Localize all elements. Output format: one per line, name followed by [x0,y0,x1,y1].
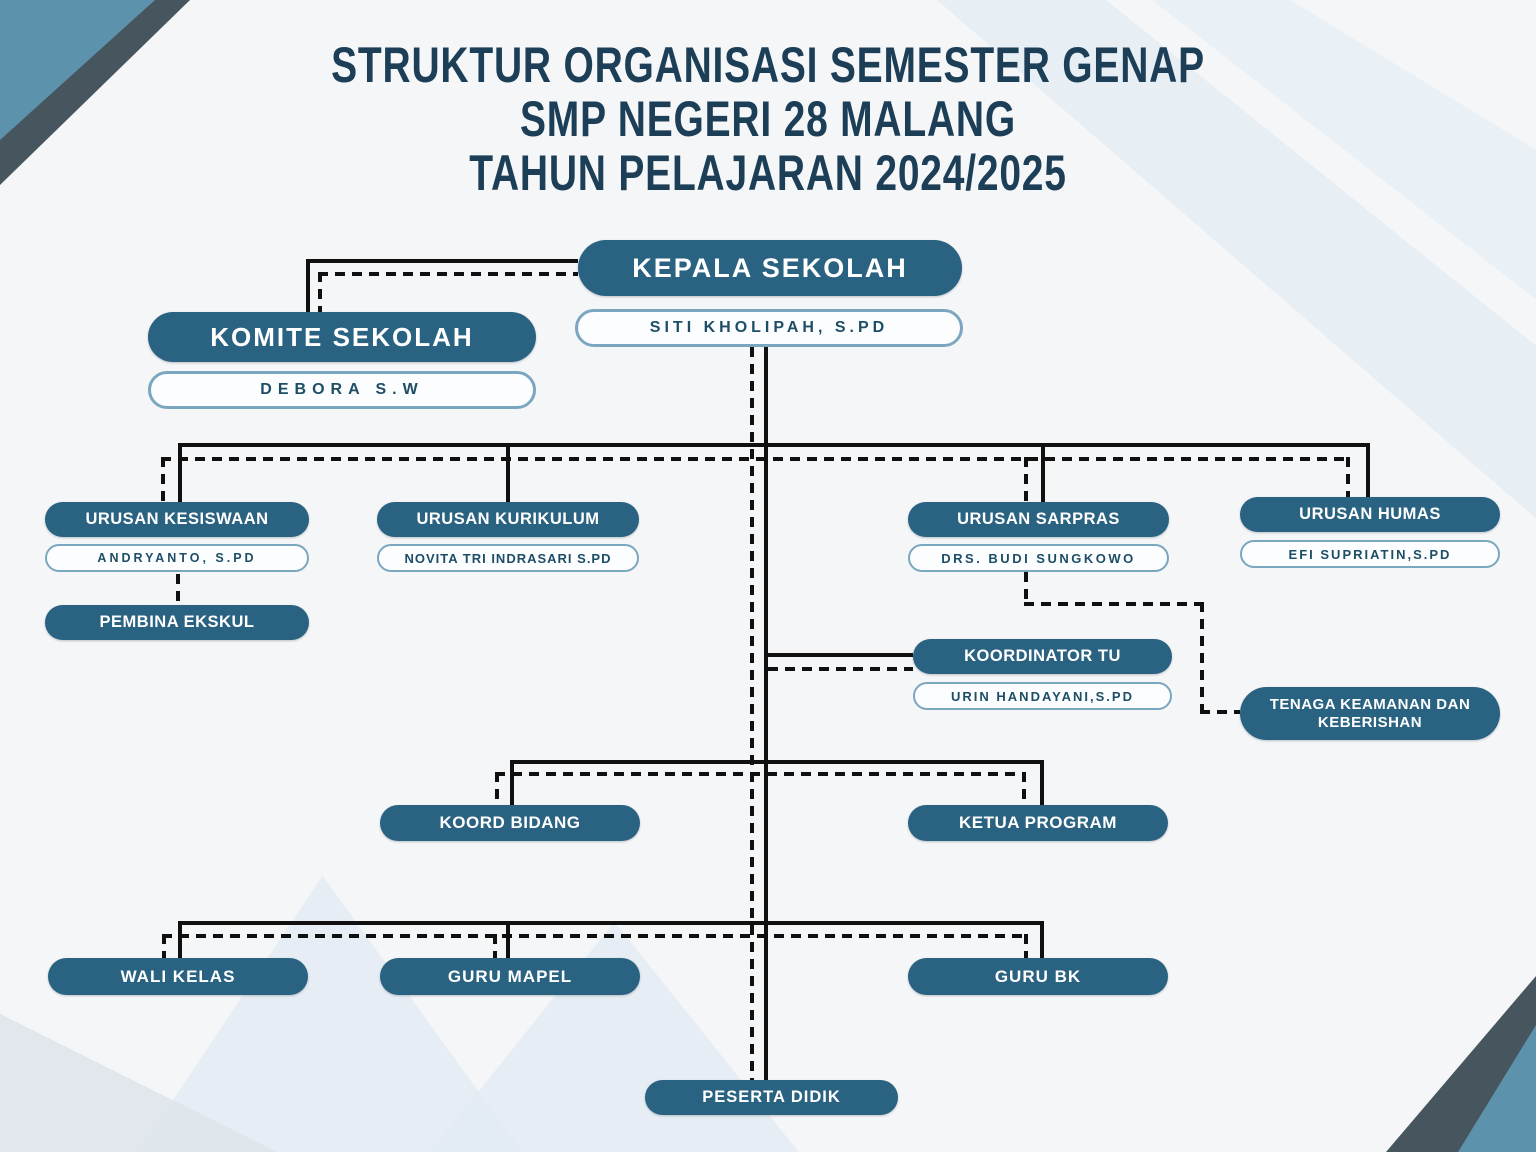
person-name: SITI KHOLIPAH, S.PD [649,319,889,336]
connector-line [495,772,499,805]
name-koordinator-tu: URIN HANDAYANI,S.PD [913,682,1172,710]
node-label: URUSAN KURIKULUM [416,510,600,528]
node-koordinator-tu: KOORDINATOR TU [913,639,1172,674]
connector-line [162,934,166,959]
connector-line [510,760,514,805]
page-title: STRUKTUR ORGANISASI SEMESTER GENAP SMP N… [0,38,1536,200]
connector-line [1024,602,1204,606]
name-urusan-kesiswaan: ANDRYANTO, S.PD [45,544,309,572]
node-peserta-didik: PESERTA DIDIK [645,1080,898,1115]
connector-line [306,259,310,316]
connector-line [750,347,754,1080]
name-urusan-humas: EFI SUPRIATIN,S.PD [1240,540,1500,568]
person-name: URIN HANDAYANI,S.PD [951,688,1134,704]
connector-line [162,934,1027,938]
connector-line [1366,443,1370,497]
connector-line [178,921,1044,925]
person-name: DRS. BUDI SUNGKOWO [941,550,1136,566]
connector-line [1346,457,1350,497]
node-koord-bidang: KOORD BIDANG [380,805,640,841]
node-label: URUSAN HUMAS [1299,505,1441,523]
node-tenaga-keamanan: TENAGA KEAMANAN DAN KEBERISHAN [1240,687,1500,740]
node-wali-kelas: WALI KELAS [48,958,308,995]
connector-line [1024,934,1028,959]
node-label: KEPALA SEKOLAH [632,252,908,283]
connector-line [1040,760,1044,805]
connector-line [318,272,578,276]
node-guru-bk: GURU BK [908,958,1168,995]
node-label: GURU MAPEL [447,966,573,986]
connector-line [318,272,322,316]
node-label: KETUA PROGRAM [959,813,1117,832]
node-komite-sekolah: KOMITE SEKOLAH [148,312,536,362]
connector-line [178,443,182,502]
connector-line [178,443,1370,447]
connector-line [178,921,182,959]
node-label: URUSAN SARPRAS [957,510,1120,528]
connector-line [1040,921,1044,959]
connector-line [1200,602,1204,714]
name-urusan-kurikulum: NOVITA TRI INDRASARI S.PD [377,544,639,572]
node-urusan-kesiswaan: URUSAN KESISWAAN [45,502,309,537]
person-name: EFI SUPRIATIN,S.PD [1288,546,1452,562]
node-ketua-program: KETUA PROGRAM [908,805,1168,841]
node-pembina-ekskul: PEMBINA EKSKUL [45,605,309,640]
connector-line [506,443,510,502]
connector-line [764,347,768,1080]
connector-line [1200,710,1240,714]
connector-line [1024,572,1028,606]
node-label: URUSAN KESISWAAN [85,510,269,528]
person-name: ANDRYANTO, S.PD [97,551,257,565]
node-label: PESERTA DIDIK [702,1088,841,1106]
connector-line [1041,443,1045,502]
node-label: WALI KELAS [120,966,236,986]
node-label: TENAGA KEAMANAN DAN KEBERISHAN [1269,696,1471,731]
node-label: PEMBINA EKSKUL [99,613,255,631]
connector-line [1024,457,1028,502]
node-guru-mapel: GURU MAPEL [380,958,640,995]
node-label: KOORDINATOR TU [964,647,1121,665]
node-urusan-humas: URUSAN HUMAS [1240,497,1500,532]
connector-line [161,457,1350,461]
name-urusan-sarpras: DRS. BUDI SUNGKOWO [908,544,1169,572]
node-urusan-sarpras: URUSAN SARPRAS [908,502,1169,537]
title-line-2: SMP NEGERI 28 MALANG [520,91,1016,147]
connector-line [493,934,497,959]
node-label: KOORD BIDANG [439,813,581,832]
node-urusan-kurikulum: URUSAN KURIKULUM [377,502,639,537]
name-kepala-sekolah: SITI KHOLIPAH, S.PD [575,309,963,347]
name-komite-sekolah: DEBORA S.W [148,371,536,409]
connector-line [306,259,578,263]
connector-line [176,574,180,605]
connector-line [495,772,1026,776]
title-line-3: TAHUN PELAJARAN 2024/2025 [469,145,1067,201]
person-name: NOVITA TRI INDRASARI S.PD [404,550,612,566]
connector-line [768,653,913,657]
person-name: DEBORA S.W [260,381,424,398]
connector-line [510,760,1044,764]
node-label: KOMITE SEKOLAH [210,321,474,352]
connector-line [506,921,510,959]
node-kepala-sekolah: KEPALA SEKOLAH [578,240,962,296]
connector-line [1022,772,1026,805]
title-line-1: STRUKTUR ORGANISASI SEMESTER GENAP [331,37,1205,93]
connector-line [768,667,913,671]
node-label: GURU BK [994,966,1082,986]
connector-line [161,457,165,502]
